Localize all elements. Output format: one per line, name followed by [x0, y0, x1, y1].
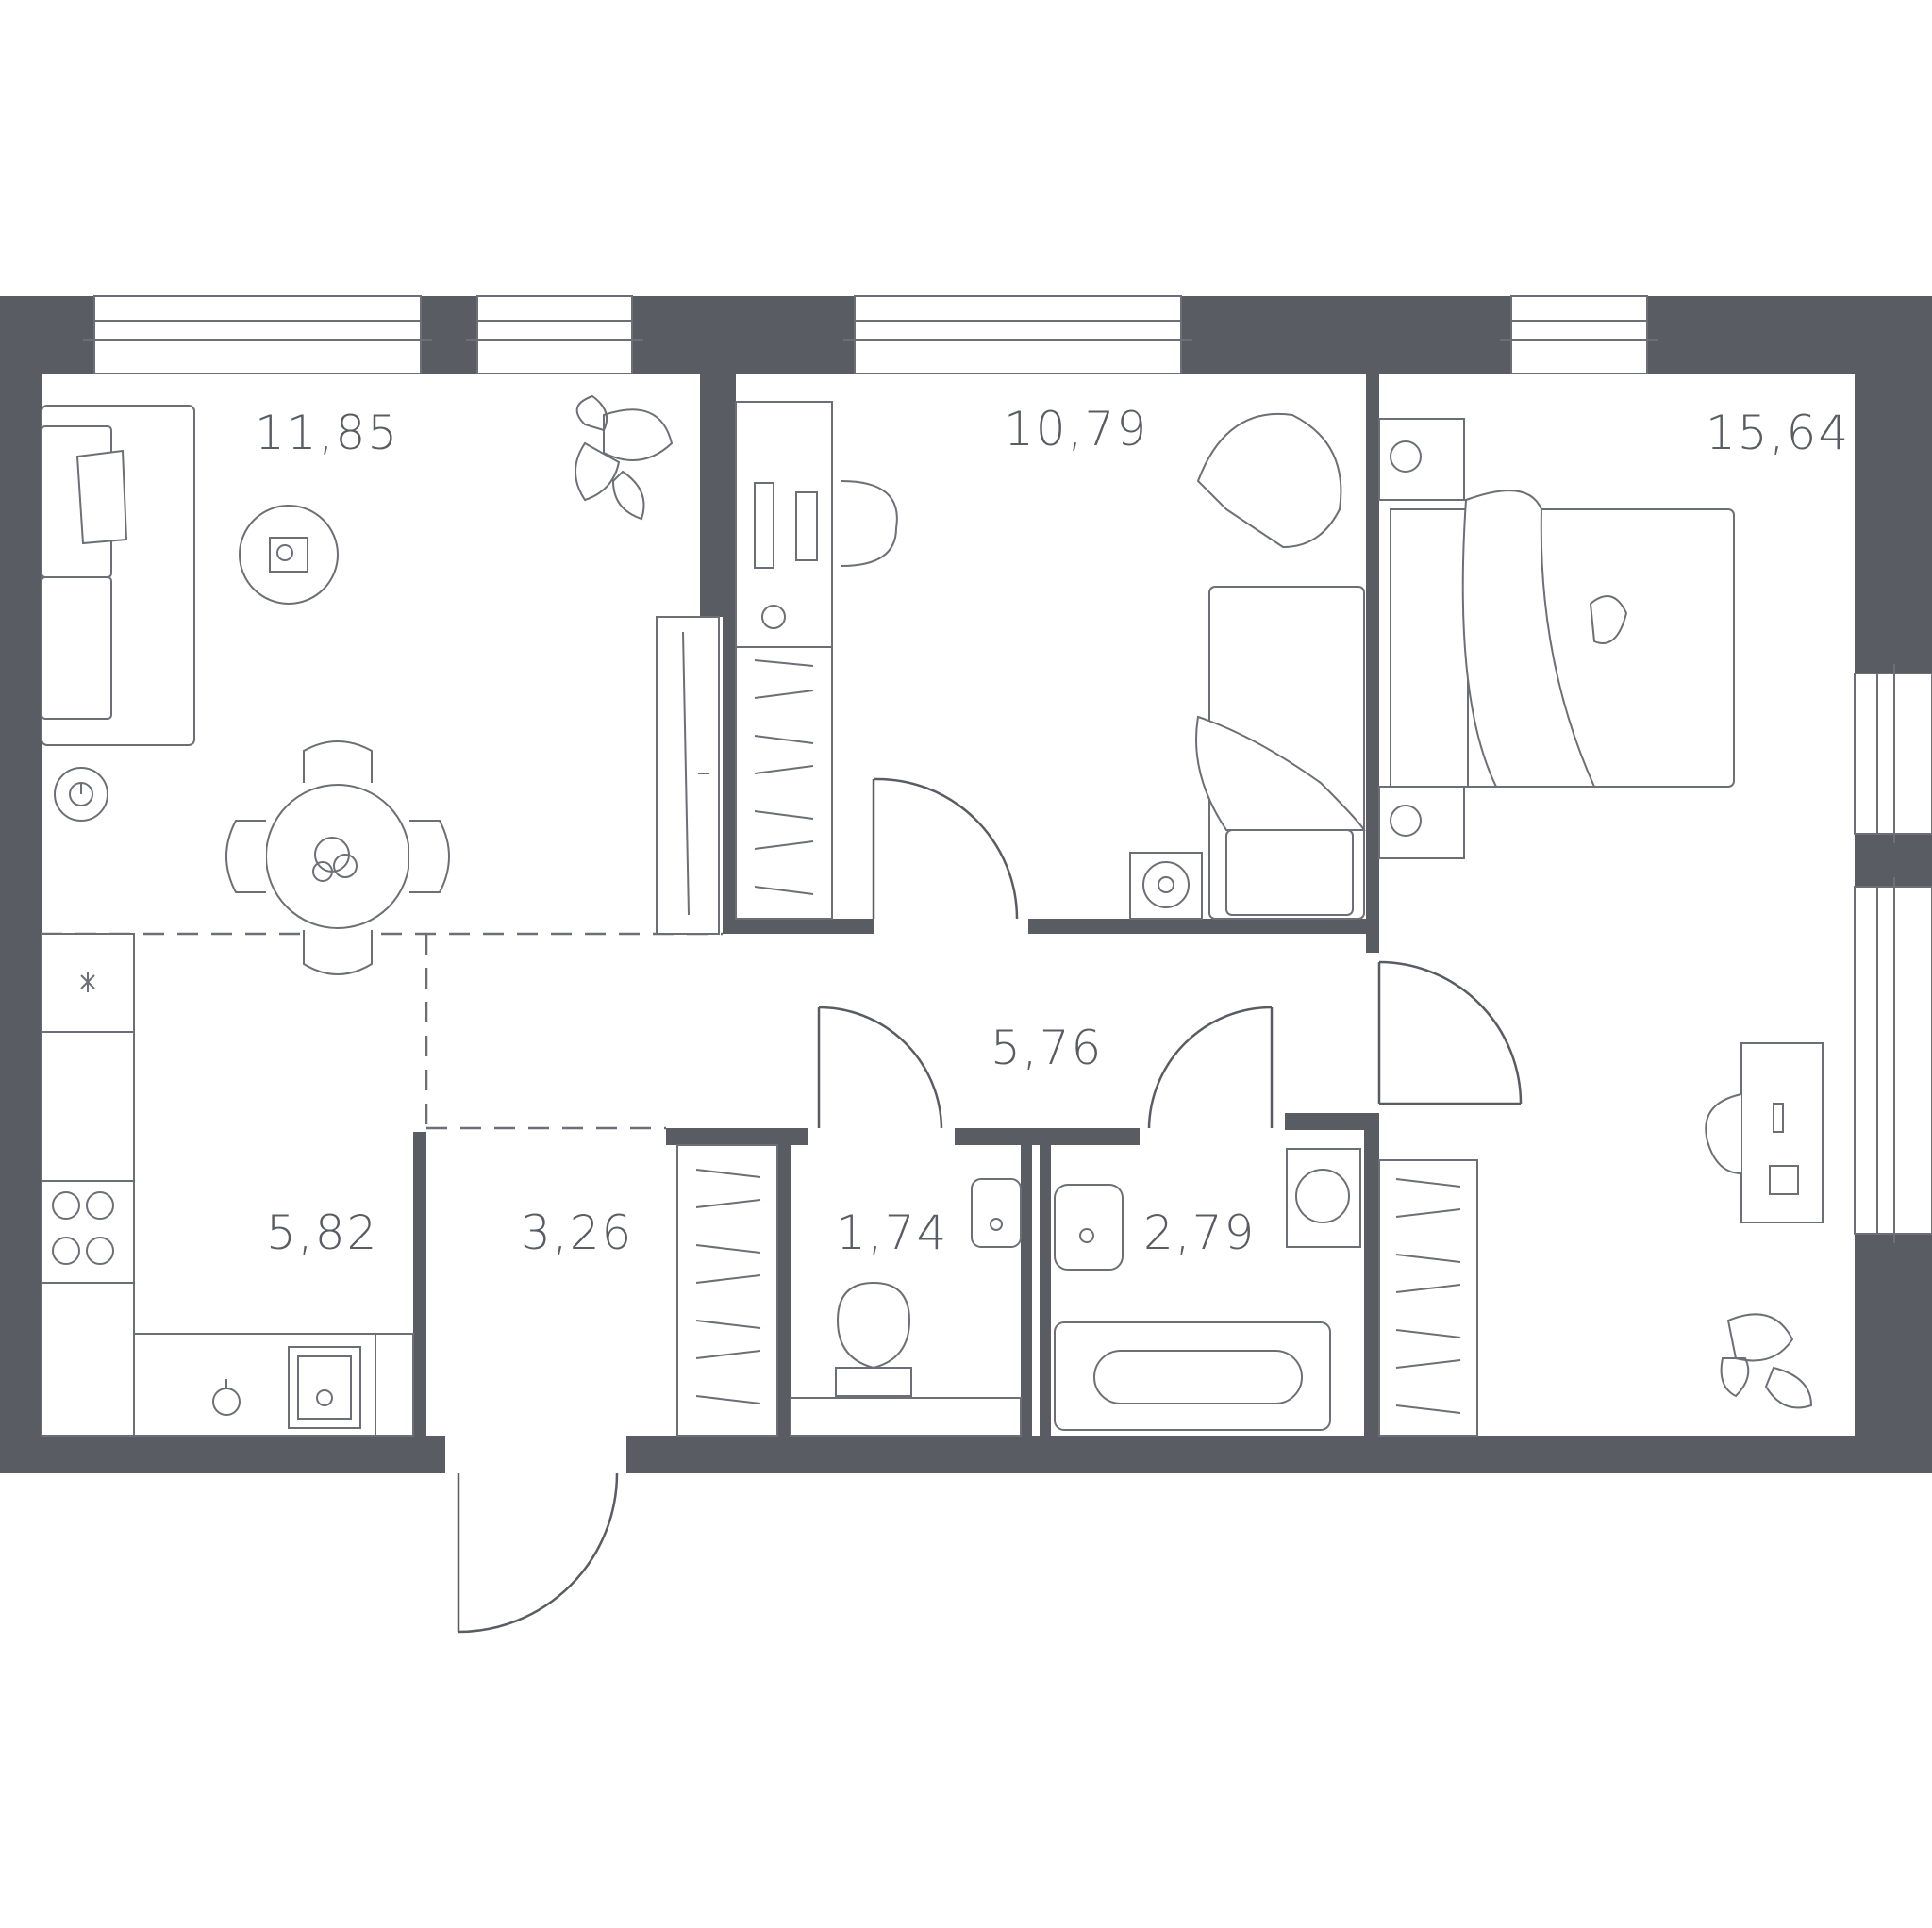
doors — [457, 777, 1523, 1634]
area-living: 11,85 — [255, 406, 399, 460]
area-bathroom: 2,79 — [1143, 1205, 1256, 1260]
bathtub — [1054, 1321, 1331, 1431]
nightstand-bottom-icon — [1378, 786, 1465, 859]
nightstand-top-icon — [1378, 418, 1465, 501]
wall-right-1 — [1855, 296, 1932, 673]
area-labels: 11,85 10,79 15,64 5,76 5,82 3,26 1,74 2,… — [255, 402, 1850, 1260]
wall-right-3 — [1855, 1234, 1932, 1473]
wall-living-bedroom-low — [723, 617, 736, 934]
window-living-2 — [476, 295, 633, 374]
windows — [83, 295, 1932, 1243]
wardrobe-right — [1378, 1159, 1478, 1437]
wall-hall-bottom-2 — [955, 1128, 1140, 1145]
wall-wc-bath-2 — [1040, 1145, 1051, 1436]
sofa — [41, 405, 195, 746]
wall-top-3 — [421, 296, 477, 374]
wall-top-4 — [632, 296, 855, 374]
wall-bath-right — [1364, 1113, 1379, 1436]
wall-wc-bath — [1021, 1145, 1032, 1436]
wall-top-5 — [1181, 296, 1511, 374]
floor-lamp-icon — [54, 767, 108, 822]
window-bedroom-right-top — [1510, 295, 1648, 374]
wall-closet-wc — [777, 1145, 791, 1436]
wall-living-bedroom — [700, 374, 736, 617]
wall-hall-bottom-3 — [1285, 1113, 1379, 1130]
armchair — [1196, 412, 1342, 549]
area-entry: 3,26 — [521, 1205, 633, 1260]
area-hall: 5,76 — [991, 1021, 1103, 1075]
dressing-table — [1705, 1042, 1824, 1223]
wall-hall-bottom-1 — [666, 1128, 808, 1145]
fridge — [375, 1333, 414, 1437]
coffee-table — [239, 505, 339, 605]
desk — [735, 401, 898, 648]
wall-top-2 — [0, 296, 42, 617]
wall-left-1 — [0, 617, 42, 1202]
wall-entry-left — [413, 1132, 426, 1436]
area-bedroom-middle: 10,79 — [1004, 402, 1148, 457]
area-bedroom-right: 15,64 — [1706, 406, 1850, 460]
sink-icon — [212, 1346, 361, 1429]
wall-bedroom-bottom-left — [723, 919, 874, 934]
wardrobe-middle — [735, 646, 833, 920]
plant-icon — [575, 394, 674, 521]
wc-fixtures — [790, 1178, 1022, 1437]
dining-table — [225, 740, 450, 975]
wall-left-2 — [0, 1202, 42, 1473]
wall-bottom-3 — [1609, 1436, 1932, 1473]
nightstand-lamp-icon — [1129, 852, 1203, 920]
wall-bottom-1 — [0, 1436, 445, 1473]
wall-bedroom-partition — [1366, 374, 1379, 953]
stove-icon — [41, 1180, 135, 1284]
wardrobe-hall — [676, 1144, 778, 1437]
tv-stand — [656, 616, 720, 935]
zone-lines — [42, 932, 723, 1132]
plant-icon-2 — [1720, 1313, 1813, 1409]
area-wc: 1,74 — [836, 1205, 948, 1260]
window-living-1 — [93, 295, 422, 374]
double-bed — [1390, 490, 1735, 788]
area-kitchen: 5,82 — [266, 1205, 378, 1260]
bath-fixtures — [1054, 1148, 1361, 1431]
wall-bedroom-bottom-right — [1028, 919, 1377, 934]
window-bedroom-mid — [854, 295, 1182, 374]
single-bed — [1195, 586, 1366, 920]
